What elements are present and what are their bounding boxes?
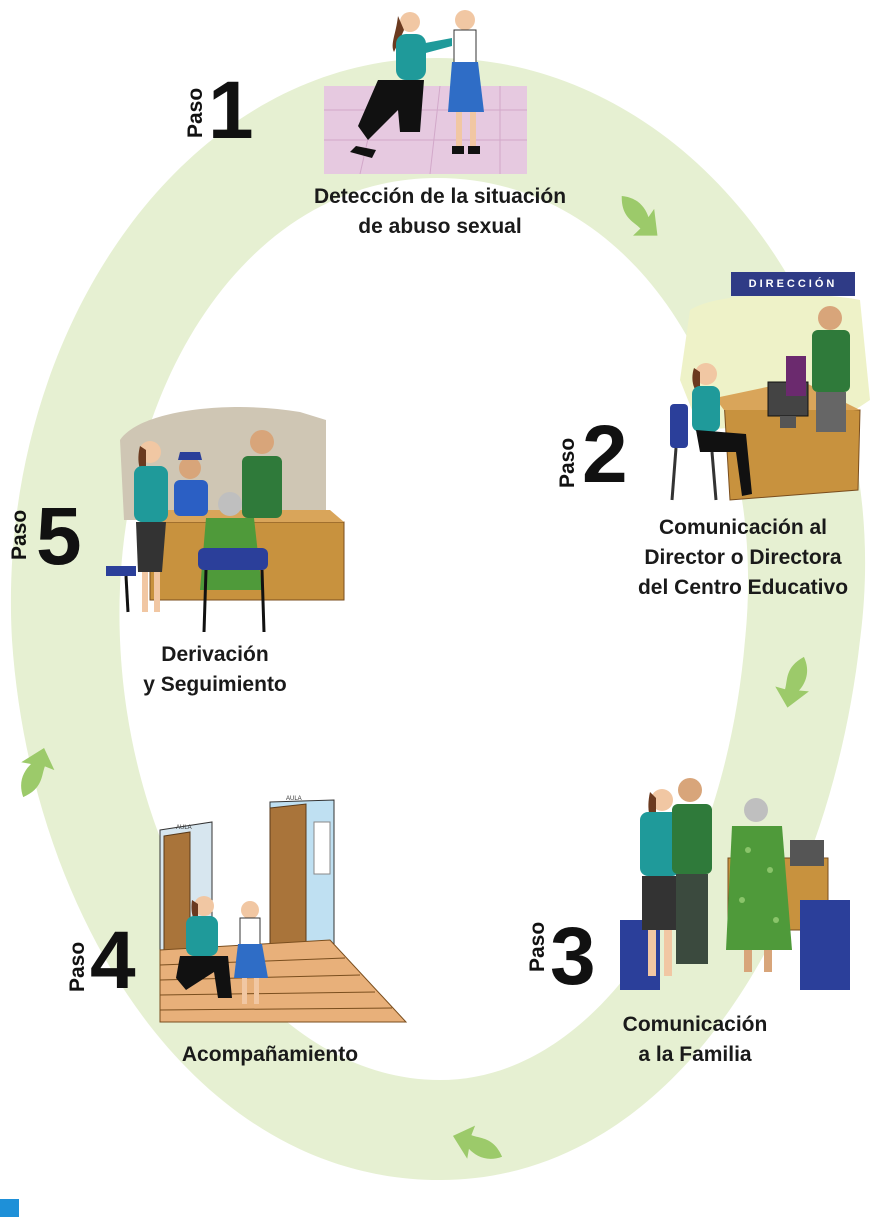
illustration-family <box>620 778 850 990</box>
step-title-1-line-1: Detección de la situación <box>313 185 567 208</box>
paso-label-5: Paso <box>8 509 31 560</box>
arrow-icon-2 <box>775 656 809 708</box>
step-title-4-line-1: Acompañamiento <box>181 1043 359 1066</box>
step-title-2-line-2: Director o Directora <box>644 546 842 569</box>
step-title-5-line-1: Derivación <box>161 643 269 666</box>
step-title-2: Comunicación al Director o Directora del… <box>614 513 872 603</box>
page-corner-tab <box>0 1199 19 1217</box>
step-title-3-line-2: a la Familia <box>638 1043 752 1066</box>
aula-sign-right: AULA <box>286 796 302 802</box>
step-title-2-line-1: Comunicación al <box>658 516 828 539</box>
illustration-accompaniment: AULA AULA <box>159 796 408 1023</box>
paso-label-1: Paso <box>184 87 207 138</box>
step-number-1: 1 <box>208 65 254 156</box>
step-title-5: Derivación y Seguimiento <box>100 640 330 700</box>
step-number-2: 2 <box>582 409 628 500</box>
step-title-4: Acompañamiento <box>140 1040 400 1070</box>
step-title-3: Comunicación a la Familia <box>590 1010 800 1070</box>
arrow-icon-1 <box>621 195 658 236</box>
step-number-4: 4 <box>90 915 136 1006</box>
aula-sign-left: AULA <box>176 825 192 831</box>
direccion-sign: DIRECCIÓN <box>731 272 855 296</box>
paso-label-2: Paso <box>556 437 579 488</box>
arrow-icon-4 <box>21 747 55 798</box>
step-title-3-line-1: Comunicación <box>622 1013 768 1036</box>
step-title-1-line-2: de abuso sexual <box>358 215 522 238</box>
illustration-referral <box>106 407 345 633</box>
step-number-3: 3 <box>550 911 596 1002</box>
illustration-detection <box>324 10 527 175</box>
step-title-2-line-3: del Centro Educativo <box>637 576 849 599</box>
paso-label-3: Paso <box>526 921 549 972</box>
illustration-director <box>670 294 870 501</box>
step-title-5-line-2: y Seguimiento <box>143 673 287 696</box>
step-title-1: Detección de la situación de abuso sexua… <box>270 182 610 242</box>
arrow-icon-3 <box>452 1125 503 1159</box>
paso-label-4: Paso <box>66 941 89 992</box>
step-number-5: 5 <box>36 491 82 582</box>
